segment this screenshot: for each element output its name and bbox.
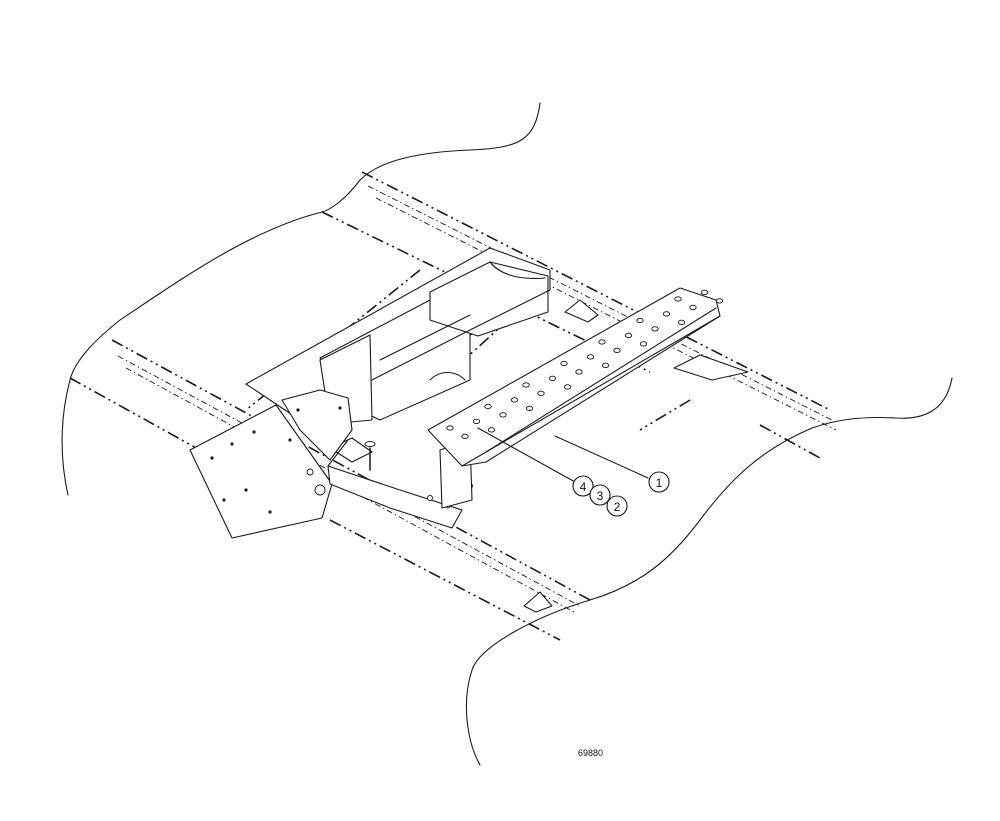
svg-text:1: 1 bbox=[656, 476, 663, 490]
center-frame-weldment bbox=[245, 247, 551, 425]
step-plate-hole bbox=[613, 347, 621, 354]
step-plate-hole bbox=[461, 433, 469, 440]
step-plate-hole bbox=[548, 375, 557, 382]
step-plate-hole bbox=[525, 405, 534, 412]
frame-rails bbox=[69, 171, 837, 641]
step-plate-hole bbox=[487, 427, 496, 433]
step-plate-hole bbox=[537, 390, 545, 397]
step-plate-hole bbox=[510, 397, 519, 403]
step-plate-hole bbox=[586, 354, 595, 360]
step-plate-hole bbox=[639, 341, 648, 347]
step-plate-hole bbox=[715, 298, 724, 304]
svg-text:2: 2 bbox=[614, 500, 621, 514]
step-plate-hole bbox=[636, 317, 644, 324]
step-plate-hole bbox=[677, 319, 686, 326]
callout-4: 4 bbox=[572, 475, 594, 497]
callout-1: 1 bbox=[648, 471, 670, 493]
step-plate-hole bbox=[472, 418, 481, 425]
left-end-plate bbox=[189, 389, 353, 539]
step-plate-hole bbox=[575, 369, 583, 375]
step-plate-hole bbox=[651, 326, 659, 332]
step-plate-hole bbox=[499, 412, 507, 418]
step-plate-hole bbox=[624, 332, 633, 339]
callout-3: 3 bbox=[589, 484, 611, 506]
lower-angle-bracket bbox=[327, 439, 463, 529]
step-plate-hole bbox=[563, 384, 572, 390]
step-plate-hole bbox=[484, 403, 492, 410]
step-plate-hole bbox=[674, 296, 682, 302]
step-plate-hole bbox=[700, 289, 709, 296]
svg-text:3: 3 bbox=[597, 489, 604, 503]
step-plate-hole bbox=[601, 362, 610, 369]
step-plate-hole bbox=[560, 360, 568, 367]
step-plate-hole bbox=[446, 425, 454, 431]
step-plate-hole bbox=[662, 311, 671, 317]
step-plate-hole bbox=[522, 382, 530, 388]
step-plate-hole bbox=[689, 304, 697, 311]
svg-text:4: 4 bbox=[580, 480, 587, 494]
step-plate-hole bbox=[598, 339, 606, 345]
callout-2: 2 bbox=[606, 495, 628, 517]
step-plate bbox=[427, 287, 724, 509]
leader-lines bbox=[477, 427, 649, 483]
drawing-number: 69880 bbox=[578, 748, 603, 758]
frame-break-outline bbox=[61, 102, 953, 766]
